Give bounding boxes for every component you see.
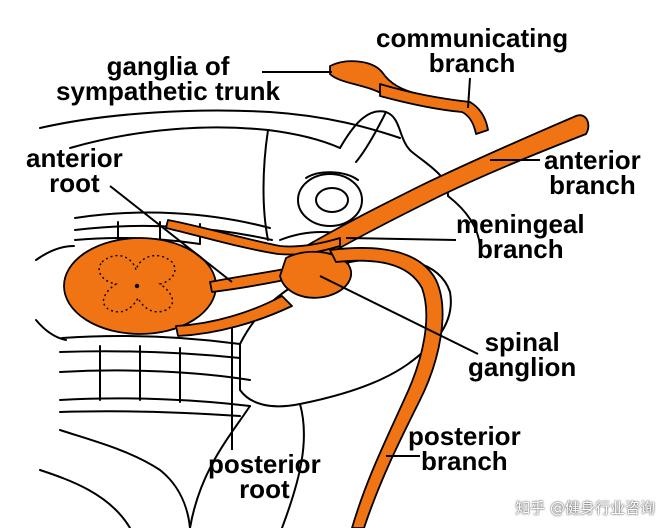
posterior-branch-nerve [329, 247, 444, 528]
label-posterior-branch-line2: branch [421, 446, 508, 476]
label-communicating-line1: communicating [376, 23, 569, 53]
label-anterior-root: anterior root [26, 143, 123, 198]
label-anterior-branch-line2: branch [549, 170, 636, 200]
label-anterior-root-line1: anterior [26, 143, 123, 173]
leader-lines [109, 71, 540, 457]
label-communicating-branch: communicating branch [376, 23, 569, 78]
label-spinal-ganglion-line2: ganglion [468, 352, 577, 382]
label-communicating-line2: branch [428, 48, 516, 78]
label-posterior-root-line1: posterior [208, 449, 321, 479]
spinal-ganglion-node [279, 250, 352, 299]
central-canal [134, 283, 140, 289]
label-posterior-branch-line1: posterior [408, 421, 521, 451]
posterior-root-nerve [175, 295, 293, 337]
label-posterior-branch: posterior branch [408, 421, 521, 476]
label-anterior-branch: anterior branch [544, 145, 641, 200]
label-meningeal-line2: branch [476, 234, 564, 264]
label-anterior-branch-line1: anterior [544, 145, 641, 175]
label-ganglia-line1: ganglia of [106, 51, 230, 81]
grey-matter-outline [98, 254, 176, 313]
label-ganglia-sympathetic-trunk: ganglia of sympathetic trunk [56, 51, 280, 106]
label-spinal-ganglion-line1: spinal [484, 327, 560, 357]
anterior-branch-nerve [295, 114, 590, 259]
meningeal-branch-nerve [165, 219, 341, 256]
communicating-branch [379, 83, 489, 135]
label-posterior-root: posterior root [208, 449, 321, 504]
label-posterior-root-line2: root [239, 474, 290, 504]
label-ganglia-line2: sympathetic trunk [56, 76, 280, 106]
label-meningeal-branch: meningeal branch [456, 209, 585, 264]
label-meningeal-line1: meningeal [456, 209, 585, 239]
watermark: 知乎 @健身行业咨询 [515, 499, 655, 517]
label-spinal-ganglion: spinal ganglion [468, 327, 577, 382]
label-anterior-root-line2: root [49, 168, 100, 198]
